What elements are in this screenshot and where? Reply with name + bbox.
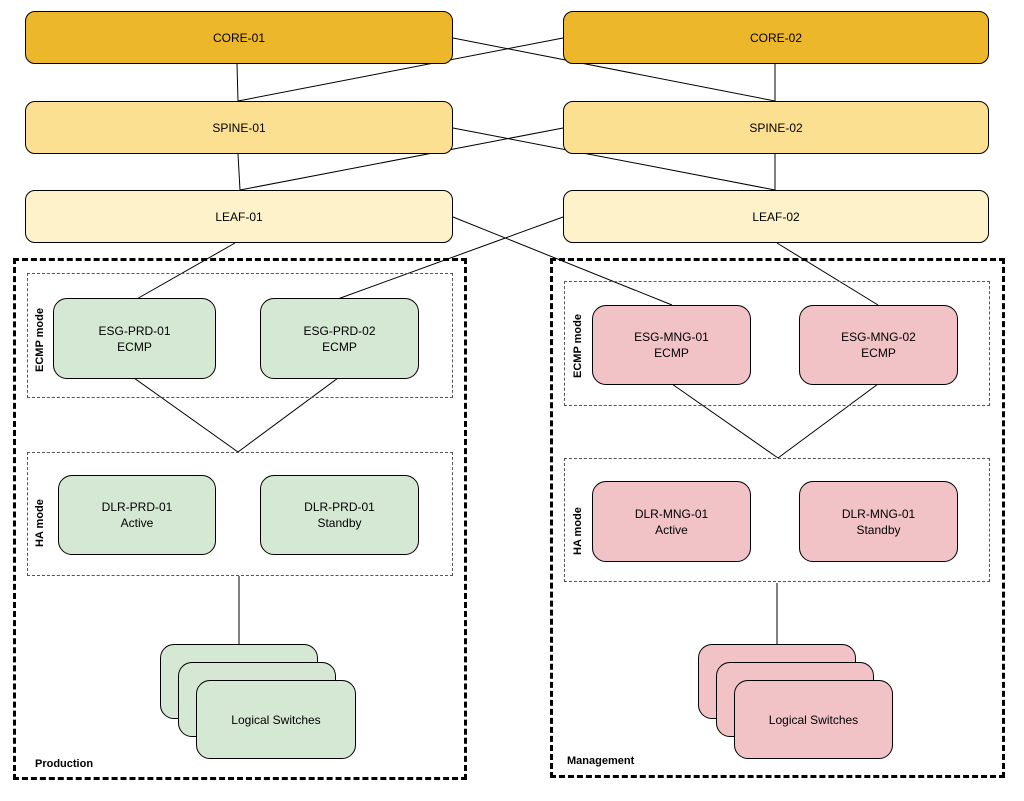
dlr-mng-01-active-node: DLR-MNG-01 Active — [592, 481, 751, 562]
management-logical-switches: Logical Switches — [734, 680, 893, 759]
esg-prd-01-node: ESG-PRD-01 ECMP — [53, 298, 216, 379]
spine-01-node: SPINE-01 — [25, 101, 453, 154]
link-esg-mng02-dlr — [777, 383, 879, 459]
dlr-mng-01-standby-node: DLR-MNG-01 Standby — [799, 481, 958, 562]
management-zone — [550, 258, 1005, 778]
link-esg-mng01-dlr — [671, 383, 779, 459]
leaf-01-node: LEAF-01 — [25, 190, 453, 243]
esg-mng-01-node: ESG-MNG-01 ECMP — [592, 305, 751, 385]
production-ecmp-label: ECMP mode — [34, 308, 46, 372]
management-zone-label: Management — [567, 755, 635, 767]
production-zone — [13, 258, 467, 780]
link-spine02-leaf01 — [239, 127, 564, 191]
dlr-prd-01-active-node: DLR-PRD-01 Active — [58, 475, 216, 555]
link-esg-prd02-dlr — [237, 377, 339, 453]
production-logical-switches: Logical Switches — [196, 680, 356, 759]
link-leaf01-esg-prd01 — [134, 242, 236, 301]
production-ecmp-group — [27, 273, 453, 398]
esg-mng-02-node: ESG-MNG-02 ECMP — [799, 305, 958, 385]
dlr-prd-01-standby-node: DLR-PRD-01 Standby — [260, 475, 419, 555]
link-esg-prd01-dlr — [133, 377, 239, 453]
production-zone-label: Production — [35, 758, 94, 770]
esg-prd-02-node: ESG-PRD-02 ECMP — [260, 298, 419, 379]
management-ha-group — [564, 458, 990, 582]
link-leaf02-esg-mng02 — [776, 242, 879, 306]
link-core02-spine01 — [237, 37, 564, 102]
management-ecmp-group — [564, 281, 990, 406]
management-ecmp-label: ECMP mode — [572, 314, 584, 378]
link-spine01-leaf01 — [237, 153, 241, 191]
management-ha-label: HA mode — [572, 507, 584, 555]
spine-02-node: SPINE-02 — [563, 101, 989, 154]
core-02-node: CORE-02 — [563, 11, 989, 64]
link-core01-spine01 — [236, 63, 239, 102]
leaf-02-node: LEAF-02 — [563, 190, 989, 243]
core-01-node: CORE-01 — [25, 11, 453, 64]
link-leaf01-esg-mng01 — [452, 216, 673, 306]
production-ha-group — [27, 452, 453, 576]
production-ha-label: HA mode — [34, 499, 46, 547]
